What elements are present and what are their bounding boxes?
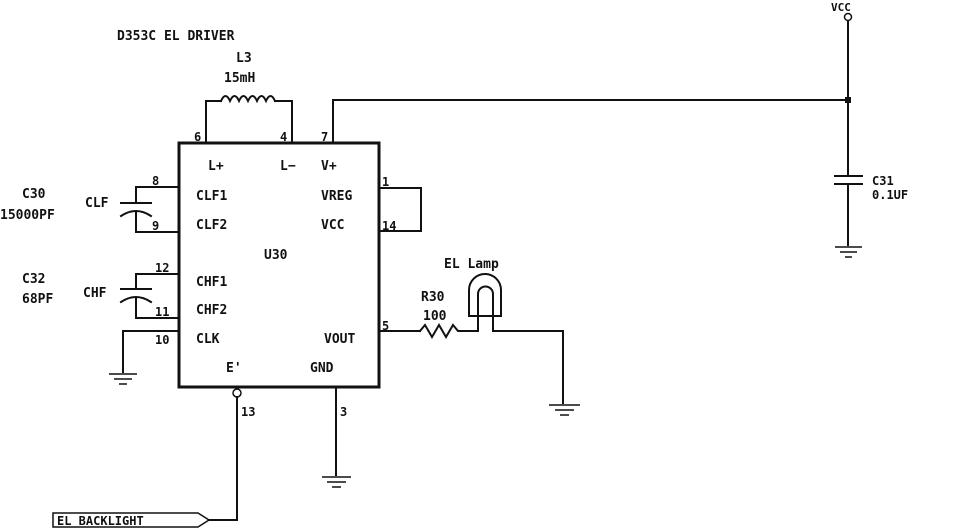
pin-num-10: 10 [155,333,169,347]
vcc-label: VCC [831,1,851,14]
ground-icon [322,476,351,488]
pin-label-chf1: CHF1 [196,275,227,290]
pin-num-8: 8 [152,174,159,188]
pin-label-chf2: CHF2 [196,303,227,318]
pin-label-l-plus: L+ [208,159,224,174]
pin-num-9: 9 [152,219,159,233]
inductor-ref: L3 [236,51,252,66]
ic-ref: U30 [264,248,288,263]
chf-wire-pin11 [135,298,180,319]
el-lamp[interactable] [468,273,502,332]
pin-num-4: 4 [280,130,287,144]
c31-ref: C31 [872,174,894,188]
c32-ref: C32 [22,272,45,287]
clf-net-label: CLF [85,196,109,211]
ground-icon [109,373,137,385]
capacitor-c30[interactable] [119,202,153,218]
c31-value: 0.1UF [872,188,908,202]
inductor-l3[interactable] [205,95,293,144]
pin-label-gnd: GND [310,361,334,376]
pin-label-vcc: VCC [321,218,344,233]
el-backlight-net-label[interactable]: EL BACKLIGHT [52,512,211,528]
pin-num-12: 12 [155,261,169,275]
ground-icon [549,404,580,416]
clf-wire-pin9 [135,212,180,233]
vcc-terminal-icon [843,12,853,22]
c30-ref: C30 [22,187,46,202]
pin-num-11: 11 [155,305,169,319]
c32-value: 68PF [22,292,53,307]
pin-label-v-plus: V+ [321,159,337,174]
resistor-r30[interactable] [418,323,479,339]
capacitor-c31[interactable] [834,175,863,246]
lamp-ground-wire [492,330,564,404]
svg-text:EL BACKLIGHT: EL BACKLIGHT [57,514,144,528]
schematic-title: D353C EL DRIVER [117,29,235,44]
pin-num-5: 5 [382,319,389,333]
el-lamp-label: EL Lamp [444,257,499,272]
inductor-value: 15mH [224,71,255,86]
ic-u30-body[interactable] [177,141,381,389]
ground-icon [835,246,862,258]
chf-wire-pin12 [135,273,180,290]
pin-label-l-minus: L− [280,159,296,174]
pin-num-13: 13 [241,405,255,419]
clk-ground-wire [122,330,180,373]
enable-wire [208,396,238,521]
pin-label-vreg: VREG [321,189,352,204]
capacitor-c32[interactable] [119,288,153,304]
pin-num-6: 6 [194,130,201,144]
r30-ref: R30 [421,290,445,305]
c30-value: 15000PF [0,208,55,223]
pin-num-1: 1 [382,175,389,189]
r30-value: 100 [423,309,447,324]
vreg-vcc-loop-wire [378,187,422,232]
pin-num-7: 7 [321,130,328,144]
pin-label-clf1: CLF1 [196,189,227,204]
vcc-rail-wire [332,99,849,144]
inversion-bubble-icon [232,388,242,398]
pin-num-3: 3 [340,405,347,419]
pin-label-clk: CLK [196,332,220,347]
pin-label-enable: E' [226,361,242,376]
pin-num-14: 14 [382,219,396,233]
pin-label-clf2: CLF2 [196,218,227,233]
chf-net-label: CHF [83,286,107,301]
pin-label-vout: VOUT [324,332,355,347]
clf-wire-pin8 [135,186,180,204]
